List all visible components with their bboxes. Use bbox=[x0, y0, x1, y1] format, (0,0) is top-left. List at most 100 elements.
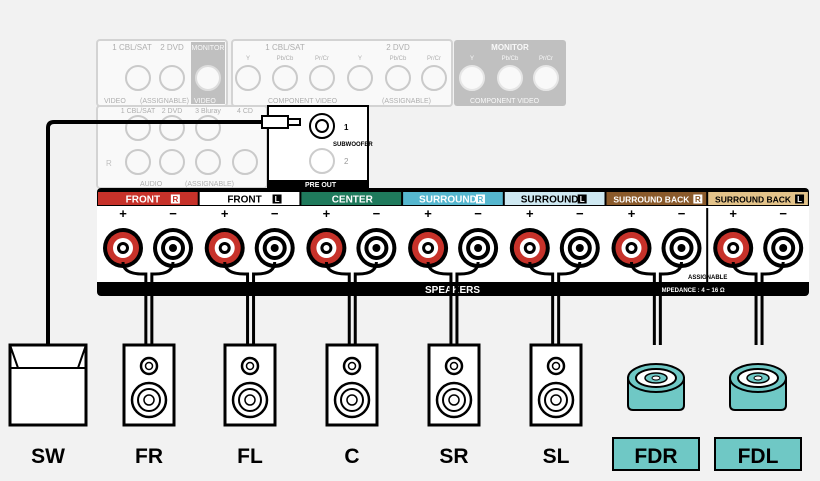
subwoofer-jack-1[interactable] bbox=[309, 113, 335, 139]
component-jack-y: Y bbox=[246, 56, 250, 62]
audio-label-2: 2 DVD bbox=[162, 108, 183, 115]
positive-terminal[interactable] bbox=[306, 228, 347, 268]
channel-badge bbox=[577, 194, 587, 204]
monitor-title: MONITOR bbox=[491, 43, 529, 52]
negative-terminal[interactable] bbox=[559, 228, 600, 268]
minus-symbol: − bbox=[678, 206, 686, 221]
audio-assignable: (ASSIGNABLE) bbox=[185, 181, 234, 188]
bookshelf-speaker-icon bbox=[529, 343, 583, 427]
speakers-row: SW FR FL C SR SL FDR FDL bbox=[8, 343, 802, 471]
channel-badge-text: L bbox=[275, 195, 280, 204]
speaker-label: FDL bbox=[738, 445, 779, 468]
minus-symbol: − bbox=[271, 206, 279, 221]
subwoofer-jack-2[interactable] bbox=[309, 148, 335, 174]
subwoofer-label: SUBWOOFER bbox=[333, 142, 373, 148]
speaker-fdr: FDR bbox=[612, 363, 700, 471]
positive-terminal[interactable] bbox=[713, 228, 754, 268]
video-caption-right: VIDEO bbox=[194, 98, 216, 105]
bookshelf-speaker-icon bbox=[122, 343, 176, 427]
subwoofer-cable bbox=[46, 115, 301, 345]
speaker-sl: SL bbox=[529, 343, 583, 468]
speakers-label: SPEAKERS bbox=[425, 285, 480, 296]
channel-badge bbox=[693, 194, 703, 204]
component-jack-pr: Pr/Cr bbox=[315, 56, 329, 62]
speaker-label-box bbox=[612, 437, 700, 471]
plus-symbol: + bbox=[729, 206, 737, 221]
speaker-sw: SW bbox=[8, 343, 88, 468]
negative-terminal[interactable] bbox=[254, 228, 295, 268]
video-monitor-label: MONITOR bbox=[192, 45, 225, 52]
negative-terminal[interactable] bbox=[661, 228, 702, 268]
speaker-wire bbox=[528, 261, 582, 345]
channel-badge-text: R bbox=[172, 195, 178, 204]
minus-symbol: − bbox=[169, 206, 177, 221]
speaker-fl: FL bbox=[223, 343, 277, 468]
video-in-label-1: 1 CBL/SAT bbox=[112, 43, 152, 52]
speaker-label: FL bbox=[237, 445, 263, 468]
speaker-label-box bbox=[714, 437, 802, 471]
channel-front-l: FRONT L + − bbox=[199, 192, 300, 268]
negative-terminal[interactable] bbox=[356, 228, 397, 268]
channel-badge-text: L bbox=[797, 195, 802, 204]
channel-badge-text: L bbox=[580, 195, 585, 204]
speaker-fr: FR bbox=[122, 343, 176, 468]
channel-label: SURROUND bbox=[521, 195, 579, 206]
input-panel: 1 CBL/SAT 2 DVD MONITOR VIDEO (ASSIGNABL… bbox=[96, 39, 566, 189]
audio-caption: AUDIO bbox=[140, 181, 163, 188]
plus-symbol: + bbox=[424, 206, 432, 221]
component-jack-pb: Pb/Cb bbox=[277, 56, 294, 62]
positive-terminal[interactable] bbox=[509, 228, 550, 268]
component-caption: COMPONENT VIDEO bbox=[268, 98, 338, 105]
minus-symbol: − bbox=[576, 206, 584, 221]
speaker-wire bbox=[121, 261, 175, 345]
subwoofer-icon bbox=[8, 343, 88, 427]
positive-terminal[interactable] bbox=[103, 228, 143, 268]
video-assignable: (ASSIGNABLE) bbox=[140, 98, 189, 105]
bookshelf-speaker-icon bbox=[325, 343, 379, 427]
speaker-wire bbox=[426, 261, 480, 345]
speakers-panel: SPEAKERS ASSIGNABLE IMPEDANCE : 4 ~ 16 Ω… bbox=[97, 188, 809, 296]
positive-terminal[interactable] bbox=[408, 228, 449, 268]
positive-terminal[interactable] bbox=[204, 228, 245, 268]
channel-badge bbox=[795, 194, 805, 204]
channel-badge bbox=[170, 194, 180, 204]
speaker-wire bbox=[731, 261, 785, 345]
channel-label: SURROUND BACK bbox=[613, 195, 690, 205]
channel-label: FRONT bbox=[227, 195, 261, 206]
channel-badge-text: R bbox=[695, 195, 701, 204]
minus-symbol: − bbox=[373, 206, 381, 221]
speaker-c: C bbox=[325, 343, 379, 468]
channel-label: SURROUND BACK bbox=[715, 195, 792, 205]
plus-symbol: + bbox=[323, 206, 331, 221]
plus-symbol: + bbox=[221, 206, 229, 221]
component-jack-pr2: Pr/Cr bbox=[427, 56, 441, 62]
component-jack-pb2: Pb/Cb bbox=[390, 56, 407, 62]
speaker-sr: SR bbox=[427, 343, 481, 468]
component-group-1: 1 CBL/SAT bbox=[265, 43, 305, 52]
speaker-label: C bbox=[344, 445, 359, 468]
minus-symbol: − bbox=[779, 206, 787, 221]
video-caption: VIDEO bbox=[104, 98, 126, 105]
component-group-2: 2 DVD bbox=[386, 43, 410, 52]
speaker-wire bbox=[324, 261, 378, 345]
component-assignable: (ASSIGNABLE) bbox=[382, 98, 431, 105]
monitor-caption: COMPONENT VIDEO bbox=[470, 98, 540, 105]
negative-terminal[interactable] bbox=[458, 228, 499, 268]
component-jack-y2: Y bbox=[358, 56, 362, 62]
audio-channel-r: R bbox=[106, 159, 112, 168]
speaker-fdl: FDL bbox=[714, 363, 802, 471]
negative-terminal[interactable] bbox=[763, 228, 804, 268]
negative-terminal[interactable] bbox=[153, 228, 193, 268]
height-speaker-icon bbox=[729, 363, 787, 411]
minus-symbol: − bbox=[474, 206, 482, 221]
channel-badge-text: R bbox=[478, 195, 484, 204]
speaker-label: SR bbox=[439, 445, 468, 468]
positive-terminal[interactable] bbox=[611, 228, 652, 268]
height-speaker-icon bbox=[627, 363, 685, 411]
channel-surround-back-l: SURROUND BACK L + − bbox=[706, 192, 808, 282]
